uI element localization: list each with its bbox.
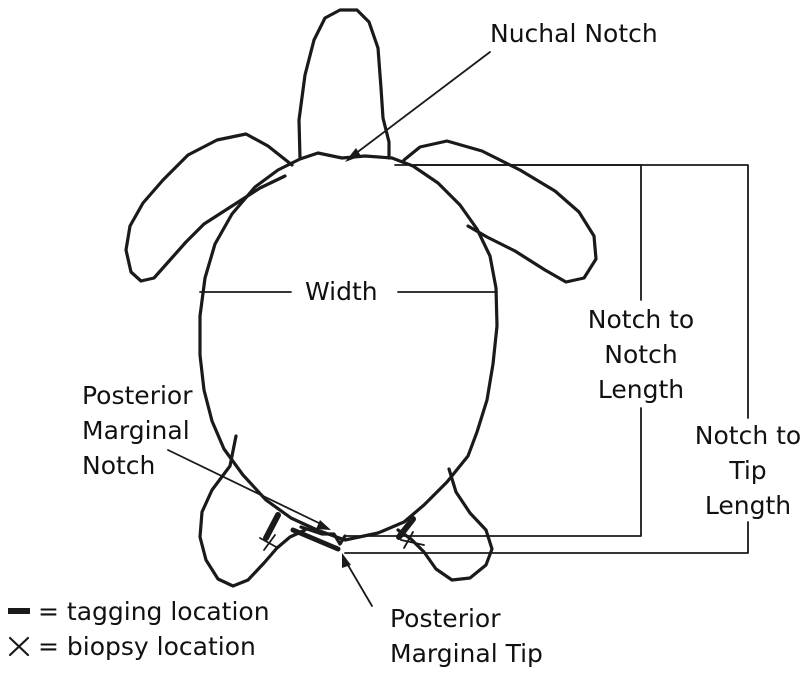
right-front-flipper bbox=[404, 141, 596, 282]
biopsy-legend-label: = biopsy location bbox=[38, 632, 256, 661]
posterior-marginal-notch-leader bbox=[168, 450, 323, 525]
left-rear-flipper bbox=[200, 436, 305, 586]
width-label: Width bbox=[305, 277, 378, 306]
biopsy-legend-icon bbox=[10, 638, 28, 655]
notch-to-tip-label-1: Notch to bbox=[695, 421, 801, 450]
nuchal-notch-leader bbox=[351, 52, 490, 157]
nuchal-notch-arrowhead bbox=[345, 148, 361, 162]
posterior-marginal-notch-arrowhead bbox=[316, 520, 331, 530]
notch-to-tip-bracket bbox=[345, 165, 748, 553]
notch-to-notch-label-2: Notch bbox=[604, 340, 677, 369]
tag-mark-left bbox=[266, 515, 278, 538]
posterior-marginal-notch-label-1: Posterior bbox=[82, 381, 193, 410]
notch-to-notch-label-1: Notch to bbox=[588, 305, 694, 334]
posterior-marginal-notch-label-3: Notch bbox=[82, 451, 155, 480]
posterior-marginal-tip-arrowhead bbox=[342, 553, 351, 568]
notch-to-tip-label-3: Length bbox=[705, 491, 791, 520]
posterior-marginal-notch-label-2: Marginal bbox=[82, 416, 190, 445]
tagging-legend-label: = tagging location bbox=[38, 597, 270, 626]
posterior-marginal-tip-label-1: Posterior bbox=[390, 604, 501, 633]
posterior-marginal-tip-label-2: Marginal Tip bbox=[390, 639, 543, 668]
notch-to-tip-label-2: Tip bbox=[728, 456, 766, 485]
notch-to-notch-label-3: Length bbox=[598, 375, 684, 404]
posterior-marginal-tip-leader bbox=[345, 560, 372, 606]
nuchal-notch-label: Nuchal Notch bbox=[490, 19, 658, 48]
turtle-head bbox=[299, 10, 389, 158]
